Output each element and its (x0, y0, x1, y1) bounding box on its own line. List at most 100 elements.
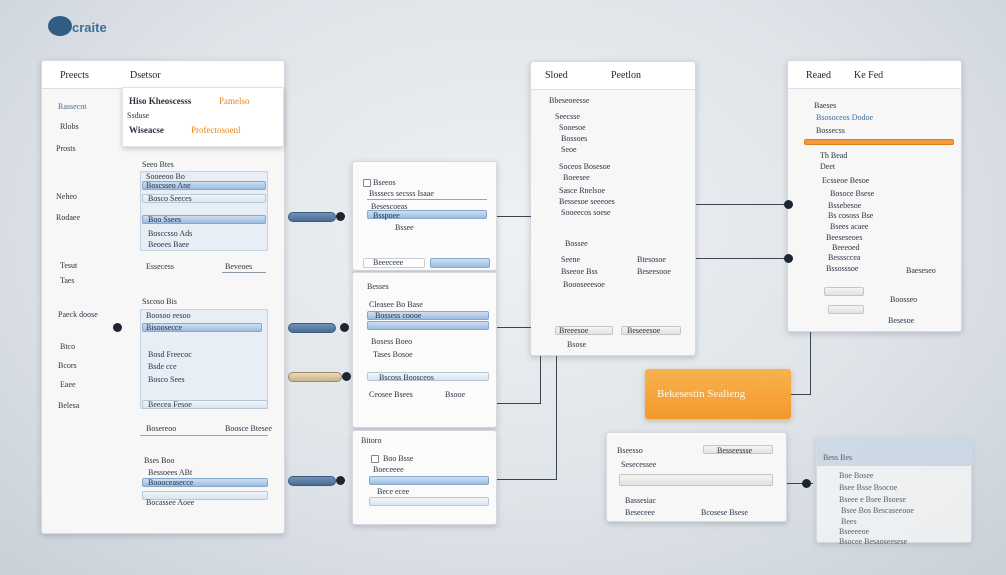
card3-bar[interactable] (369, 476, 489, 485)
card2-bar[interactable] (367, 321, 489, 330)
form1-bar[interactable] (142, 181, 266, 190)
callout-line3-b: Profectosoenl (191, 125, 241, 135)
read-feed-panel: Reaed Ke Fed Baeses Bsosoceos Dodoe Boss… (787, 60, 962, 332)
faded-list-row: Bsee Bsse Bsocoe (839, 483, 898, 492)
card3-checkbox[interactable] (371, 455, 379, 463)
connector-node (113, 323, 122, 332)
sidebar-item[interactable]: Btco (60, 342, 76, 351)
projects-header-right: Dsetsor (130, 70, 161, 81)
form3-row: Boooceasecce (148, 478, 194, 487)
read-orange-bar (804, 139, 954, 145)
slot-title: Bbeseoeesse (549, 96, 590, 105)
card2-row: Bossess coooe (375, 311, 422, 320)
form2-row: Bsde cce (148, 362, 177, 371)
card2-row: Tases Bosoe (373, 350, 413, 359)
connector-node (340, 323, 349, 332)
card2-bar[interactable] (367, 311, 489, 320)
card2-title: Besses (367, 282, 389, 291)
primary-action-button[interactable]: Bekesestin Sealieng (645, 369, 791, 419)
faded-list-row: Bsocee Besaoseesese (839, 537, 908, 546)
bottom-form-field[interactable] (703, 445, 773, 454)
sidebar-item[interactable]: Rassecnt (58, 102, 87, 111)
read-row: Th Bead (820, 151, 848, 160)
form1-row: Bosco Seeces (148, 194, 192, 203)
connector-pill (288, 372, 342, 382)
bottom-form-field[interactable] (619, 474, 773, 486)
app-logo-text: craite (72, 20, 107, 35)
slot-field[interactable] (555, 326, 613, 335)
slot-row: Sooeecos soese (561, 208, 611, 217)
callout-line2: Ssduse (127, 111, 150, 120)
slot-right-row: Btesosoe (637, 255, 666, 264)
card1-checkbox[interactable] (363, 179, 371, 187)
sidebar-item[interactable]: Rlobs (60, 122, 79, 131)
card1-input-value: Beeeceee (373, 258, 404, 267)
card1-row: Bssee (395, 223, 414, 232)
form1-bar[interactable] (142, 194, 266, 203)
form2-bar[interactable] (142, 400, 268, 409)
connector-line (540, 356, 541, 404)
read-field[interactable] (824, 287, 864, 296)
form2-bar[interactable] (142, 323, 262, 332)
bottom-form-foot: Bcosese Bsese (701, 508, 748, 517)
form1-row: Bosccsso Ads (148, 229, 193, 238)
card1-select[interactable] (430, 258, 490, 268)
form3-row: Bocassee Aoee (146, 498, 195, 507)
callout-line1-a: Hiso Kheoscesss (129, 96, 192, 106)
form3-bar[interactable] (142, 478, 268, 487)
slot-field[interactable] (621, 326, 681, 335)
bottom-form-row: Besseessse (717, 446, 753, 455)
bottom-form-row: Bassesiac (625, 496, 657, 505)
read-panel-header: Reaed Ke Fed (788, 61, 961, 89)
connector-line (810, 332, 811, 395)
read-row: Baeseseo (906, 266, 936, 275)
projects-callout-card: Hiso Kheoscesss Pamelso Ssduse Wiseacse … (122, 87, 284, 147)
sidebar-item[interactable]: Prosts (56, 144, 76, 153)
card1-row: Bsspoee (373, 211, 400, 220)
form1-foot-b[interactable]: Beveoes (225, 262, 253, 271)
app-logo-icon (48, 16, 72, 36)
slot-right-row: Beseesooe (637, 267, 671, 276)
form1-bar[interactable] (142, 215, 266, 224)
slot-row: Seene (561, 255, 581, 264)
form2-foot-b[interactable]: Boosce Btesee (225, 424, 272, 433)
form2-row: Boosoo eesoo (146, 311, 191, 320)
read-header-left: Reaed (806, 70, 831, 81)
sidebar-item[interactable]: Tesut (60, 261, 78, 270)
slot-row: Bossoes (561, 134, 588, 143)
read-field[interactable] (828, 305, 864, 314)
projects-header-left: Preects (60, 70, 89, 81)
read-row: Bssebesoe (828, 201, 862, 210)
read-row: Beeseseoes (826, 233, 863, 242)
card2-foot-b[interactable]: Bsooe (445, 390, 465, 399)
card3-bar[interactable] (369, 497, 489, 506)
sidebar-item[interactable]: Neheo (56, 192, 77, 201)
slot-footer-c: Bsose (567, 340, 587, 349)
card3-row: Boeceeee (373, 465, 404, 474)
read-row: Besesoe (888, 316, 915, 325)
slot-row: Sooesoe (559, 123, 586, 132)
sidebar-item[interactable]: Taes (60, 276, 75, 285)
sidebar-item[interactable]: Paeck doose (58, 310, 98, 319)
card3-row: Bece ecee (377, 487, 410, 496)
form1-title: Seeo Btes (142, 160, 174, 169)
form1-row: Beoees Baee (148, 240, 190, 249)
card2-bar[interactable] (367, 372, 489, 381)
connector-line (497, 479, 557, 480)
form3-bar[interactable] (142, 491, 268, 500)
sidebar-item[interactable]: Eaee (60, 380, 76, 389)
projects-panel: Preects Dsetsor Rassecnt Rlobs Prosts Ne… (41, 60, 285, 534)
form2-row: Bisoosecce (146, 323, 182, 332)
slot-row: Bseeoe Bss (561, 267, 598, 276)
card1-input[interactable] (363, 258, 425, 268)
card1-bar[interactable] (367, 210, 487, 219)
sidebar-item[interactable]: Rodaee (56, 213, 80, 222)
connector-line (791, 394, 811, 395)
slot-last-row: Boooseeesoe (563, 280, 605, 289)
faded-list-row: Bees (841, 517, 857, 526)
sidebar-item[interactable]: Bcors (58, 361, 77, 370)
slot-row: Bossee (565, 239, 588, 248)
connector-node (784, 200, 793, 209)
card1-divider (367, 199, 487, 200)
sidebar-item[interactable]: Belesa (58, 401, 80, 410)
